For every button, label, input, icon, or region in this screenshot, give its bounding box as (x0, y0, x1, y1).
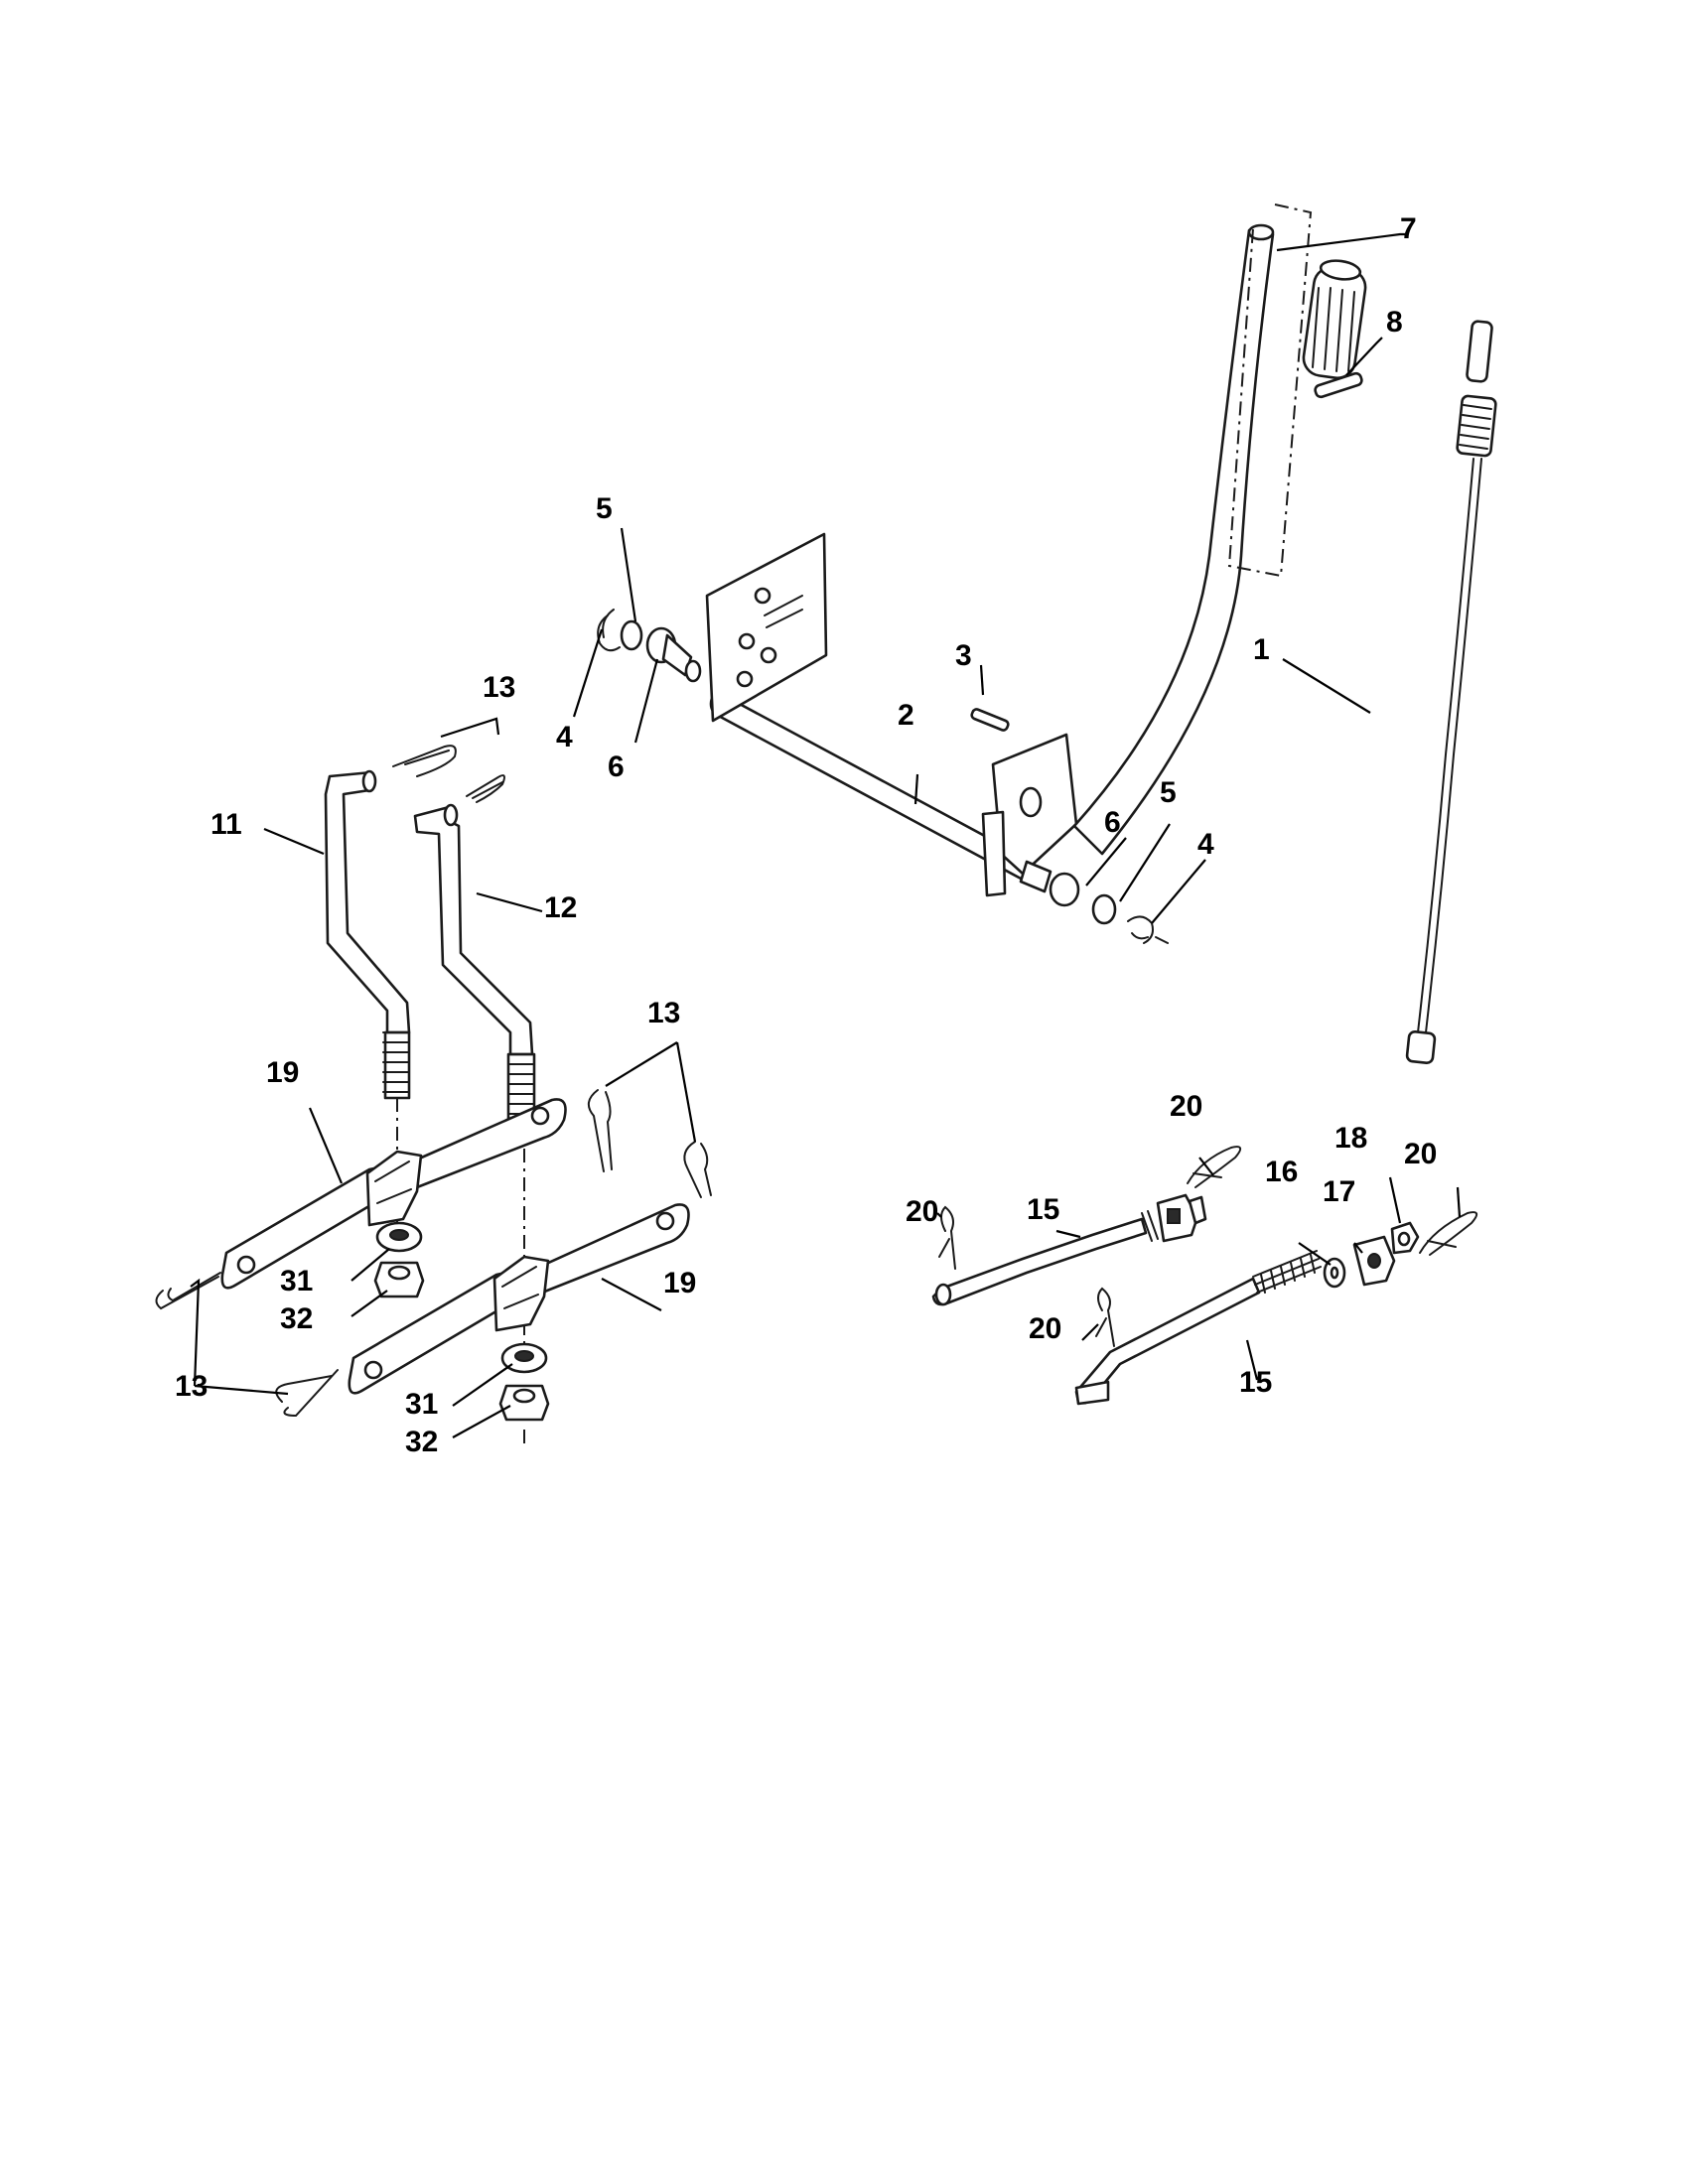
part-16-washer (1323, 1257, 1346, 1289)
callout-20-upper: 20 (1170, 1090, 1202, 1123)
callout-15-lower: 15 (1239, 1366, 1272, 1399)
part-18-nut (1390, 1221, 1420, 1255)
callout-8: 8 (1386, 306, 1403, 339)
part-12-lift-link (413, 803, 536, 1122)
part-5-washer-right (1091, 893, 1117, 925)
ferrule-upper (1141, 1193, 1207, 1243)
part-8-pin (1314, 371, 1363, 399)
callout-3: 3 (955, 639, 972, 672)
part-32-nut-lower (498, 1384, 550, 1422)
part-17-ferrule (1352, 1235, 1396, 1287)
part-15-rod-lower (1074, 1250, 1322, 1406)
callout-20-mid: 20 (1029, 1312, 1061, 1345)
callout-31-upper: 31 (280, 1265, 313, 1297)
part-13-hairpin-top-1 (392, 745, 457, 777)
part-13-hairpin-right-1 (587, 1089, 613, 1172)
part-4-retaining-ring-left (597, 609, 621, 652)
part-3-key (970, 708, 1010, 732)
callout-17: 17 (1323, 1175, 1355, 1208)
callout-16: 16 (1265, 1156, 1298, 1188)
callout-20-right: 20 (1404, 1138, 1437, 1170)
callout-19-upper: 19 (266, 1056, 299, 1089)
callout-2: 2 (898, 699, 914, 732)
part-1-cable (1405, 320, 1497, 1064)
part-lift-lever (1072, 204, 1313, 856)
callout-1: 1 (1253, 633, 1270, 666)
part-5-washer-left (620, 619, 643, 651)
callout-13-right: 13 (647, 997, 680, 1029)
part-20-clip-mid (1095, 1287, 1115, 1347)
callout-11: 11 (210, 808, 242, 841)
callout-labels: 7 8 1 5 4 6 3 2 6 5 4 13 11 12 13 19 19 … (175, 212, 1437, 1458)
callout-32-lower: 32 (405, 1426, 438, 1458)
callout-15-upper: 15 (1027, 1193, 1059, 1226)
callout-20-left: 20 (906, 1195, 938, 1228)
callout-12: 12 (544, 891, 577, 924)
part-6-bushing-left (645, 626, 702, 683)
leader-lines (190, 232, 1462, 1438)
callout-13-left: 13 (175, 1370, 208, 1403)
part-13-hairpin-left (155, 1272, 221, 1310)
part-7-grip (1302, 259, 1367, 380)
part-11-lift-link (324, 769, 411, 1100)
part-20-clip-right (1419, 1211, 1478, 1256)
part-4-retaining-ring-right (1127, 915, 1169, 944)
callout-19-lower: 19 (663, 1267, 696, 1299)
part-13-hairpin-right-2 (683, 1141, 712, 1198)
callout-5-right: 5 (1160, 776, 1177, 809)
callout-32-upper: 32 (280, 1302, 313, 1335)
part-19-lift-arm-upper (220, 1098, 567, 1290)
part-13-hairpin-bottom (275, 1369, 339, 1418)
part-32-nut-upper (373, 1261, 425, 1298)
callout-7: 7 (1400, 212, 1417, 245)
callout-6-right: 6 (1104, 806, 1121, 839)
callout-5-left: 5 (596, 492, 613, 525)
callout-4-left: 4 (556, 721, 573, 753)
callout-4-right: 4 (1197, 828, 1214, 861)
callout-6-left: 6 (608, 751, 625, 783)
part-31-spacer-lower (500, 1342, 548, 1374)
part-2-shaft (705, 532, 1078, 897)
callout-31-lower: 31 (405, 1388, 438, 1421)
part-6-bushing-right (1019, 860, 1080, 907)
part-31-spacer-upper (375, 1221, 423, 1253)
part-20-clip-upper (1187, 1146, 1242, 1188)
part-20-clip-left (938, 1205, 956, 1270)
callout-18: 18 (1334, 1122, 1367, 1155)
callout-13-top: 13 (483, 671, 515, 704)
part-13-hairpin-top-2 (466, 774, 505, 803)
part-15-rod-upper (931, 1217, 1148, 1306)
part-19-lift-arm-lower (348, 1203, 690, 1395)
